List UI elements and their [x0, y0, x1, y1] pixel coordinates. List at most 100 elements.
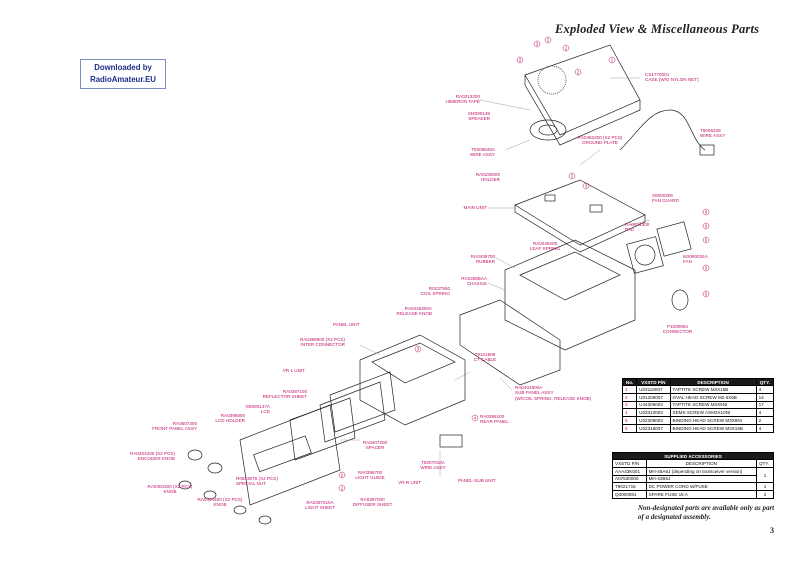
svg-text:5: 5	[705, 292, 708, 297]
svg-text:2: 2	[536, 42, 539, 47]
page-number: 3	[770, 526, 774, 535]
connector-shape	[671, 289, 689, 311]
accessories-title-row: SUPPLIED ACCESSORIES	[612, 452, 774, 460]
banner-line2: RadioAmateur.EU	[90, 75, 156, 84]
col-no: No.	[621, 378, 638, 386]
svg-text:3: 3	[585, 184, 588, 189]
lcd-holder-shape	[289, 397, 356, 461]
svg-text:2: 2	[547, 38, 550, 43]
fan-guard-shape	[656, 221, 692, 257]
rear-panel-shape	[359, 334, 466, 426]
label-inter-connector: RA0396900 (x2 pcs)INTER CONNECTOR	[300, 337, 345, 348]
main-unit-board	[514, 179, 646, 246]
wire-assy-cable	[619, 109, 706, 151]
fan-shape	[626, 236, 664, 274]
svg-text:2: 2	[519, 58, 522, 63]
svg-text:3: 3	[417, 347, 420, 352]
svg-text:2: 2	[341, 473, 344, 478]
label-knob-2: RA0404400 (x2 pcs)KNOB	[197, 497, 243, 508]
chassis-shape	[504, 239, 636, 351]
screws-table-header: No. VXSTD P/N DESCRIPTION QTY.	[621, 378, 775, 386]
table-row: A07530005 MH-42B6J	[612, 474, 774, 484]
case-grille	[537, 65, 567, 95]
assembly-note: Non-designated parts are available only …	[638, 504, 775, 521]
table-row: T9021715 DC POWER CORD W/FUSE 1	[612, 482, 774, 492]
label-panel-unit: PANEL Unit	[333, 322, 360, 327]
svg-text:6: 6	[705, 238, 708, 243]
label-ground-plate: RA0452200 (x2 pcs)GROUND PLATE	[577, 135, 623, 146]
label-vr-r-unit: VR-R Unit	[398, 480, 422, 485]
label-knob-1: RA0404300 (x2 pcs)KNOB	[147, 484, 193, 495]
svg-text:1: 1	[611, 58, 614, 63]
label-panel-sub-unit: PANEL-SUB UNIT	[458, 478, 496, 483]
accessories-table: SUPPLIED ACCESSORIES VXSTD P/N DESCRIPTI…	[612, 452, 774, 499]
label-vr-l-unit: VR-L Unit	[282, 368, 305, 373]
banner-line1: Downloaded by	[94, 63, 152, 72]
page-title: Exploded View & Miscellaneous Parts	[555, 22, 760, 36]
panel-sub-unit-shape	[439, 434, 463, 448]
callout-markers: 2 2 2 2 2 1 3 3 6 6 6 5 5 3 4 2 2	[338, 36, 710, 492]
accessories-title: SUPPLIED ACCESSORIES	[612, 452, 774, 460]
lcd-shape	[319, 381, 386, 443]
knob-shape	[178, 480, 192, 490]
front-panel-shape	[239, 404, 341, 506]
svg-text:2: 2	[565, 46, 568, 51]
sub-panel-shape	[459, 299, 561, 386]
svg-text:4: 4	[474, 416, 477, 421]
encoder-knob-shape	[187, 449, 203, 461]
table-row: Q0000081 SPARE FUSE 15 A 2	[612, 490, 774, 499]
svg-text:3: 3	[571, 174, 574, 179]
col-qty: QTY.	[755, 378, 775, 386]
col-pn: VXSTD P/N	[636, 378, 671, 386]
svg-text:2: 2	[577, 70, 580, 75]
speaker-shape	[529, 119, 567, 141]
label-main-unit: MAIN Unit	[463, 205, 487, 210]
reflector-sheet	[329, 371, 396, 433]
svg-text:6: 6	[705, 210, 708, 215]
accessories-header: VXSTD P/N DESCRIPTION QTY.	[612, 459, 774, 468]
label-encoder-knob: RA0404200 (x2 pcs)ENCODER KNOB	[130, 451, 175, 462]
table-row: AAA43K001 MH-48A6J (depending on transce…	[612, 466, 774, 484]
svg-text:6: 6	[705, 224, 708, 229]
download-banner: Downloaded by RadioAmateur.EU	[80, 59, 166, 89]
col-desc: DESCRIPTION	[669, 378, 757, 386]
svg-text:5: 5	[705, 266, 708, 271]
label-special-nut: R0543878 (x2 pcs)SPECIAL NUT	[236, 476, 278, 487]
